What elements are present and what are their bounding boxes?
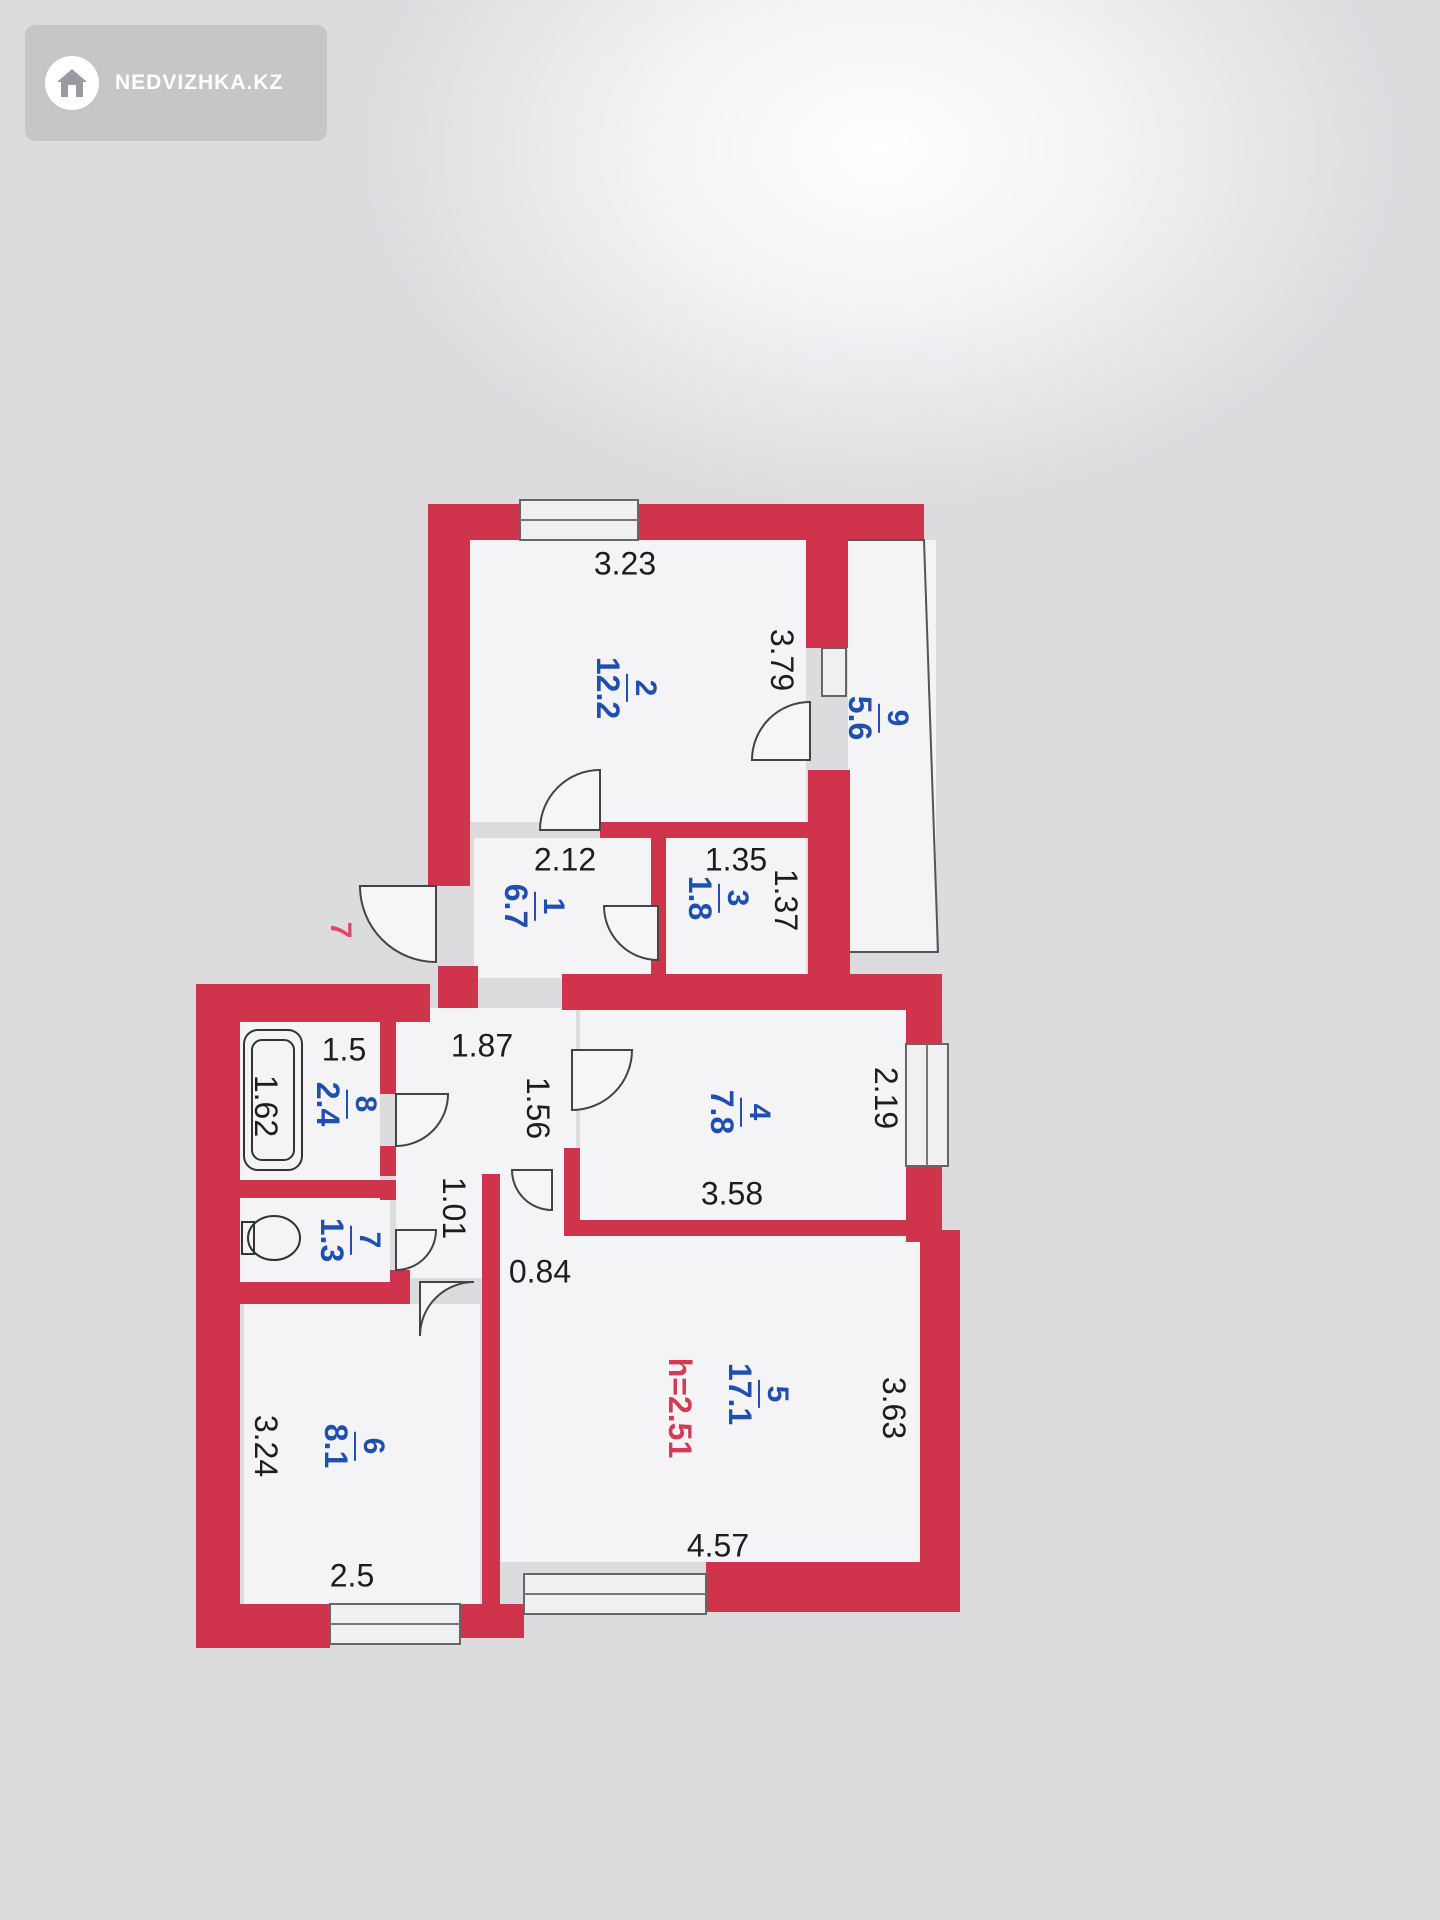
- room-number: 8: [346, 1089, 382, 1119]
- room-label-2: 2 12.2: [590, 656, 662, 720]
- door-swing: [358, 885, 437, 964]
- wall: [428, 504, 924, 540]
- wall: [806, 504, 848, 648]
- dim-room5-length: 3.63: [876, 1376, 912, 1440]
- room-label-3: 3 1.8: [682, 875, 754, 921]
- wall: [706, 1562, 960, 1612]
- room-area: 1.8: [682, 875, 718, 921]
- ceiling-height-label: h=2.51: [662, 1357, 698, 1459]
- wall: [196, 1604, 330, 1648]
- room-number: 6: [354, 1431, 390, 1461]
- floor-room-5: [500, 1236, 920, 1562]
- wall: [482, 1174, 500, 1634]
- watermark: NEDVIZHKA.KZ: [25, 25, 327, 141]
- room-area: 7.8: [704, 1089, 740, 1135]
- wall: [196, 984, 240, 1648]
- wall: [562, 974, 942, 1010]
- room-number: 7: [350, 1225, 386, 1255]
- door-swing: [602, 905, 659, 962]
- wall: [600, 822, 810, 838]
- room-number: 9: [878, 703, 914, 733]
- room-number: 5: [758, 1379, 794, 1409]
- wall: [428, 504, 470, 886]
- door-swing: [510, 1169, 553, 1212]
- floor-balcony-9: [848, 540, 936, 952]
- room-area: 8.1: [318, 1423, 354, 1469]
- dim-room4-length: 2.19: [868, 1066, 904, 1130]
- dim-room1-width: 2.12: [533, 841, 597, 878]
- dim-hall-width: 1.87: [450, 1027, 514, 1064]
- room-number: 4: [740, 1097, 776, 1127]
- dim-corridor-small: 0.84: [508, 1253, 572, 1290]
- room-area: 5.6: [842, 695, 878, 741]
- wall: [460, 1604, 524, 1638]
- dim-room3-length: 1.37: [768, 868, 804, 932]
- wall: [906, 1166, 942, 1242]
- room-number: 3: [718, 883, 754, 913]
- room-label-6: 6 8.1: [318, 1423, 390, 1469]
- room-label-7: 7 1.3: [314, 1217, 386, 1263]
- room-label-4: 4 7.8: [704, 1089, 776, 1135]
- house-icon: [45, 56, 99, 110]
- room-area: 6.7: [498, 883, 534, 929]
- wall: [380, 1146, 396, 1176]
- wall: [380, 1022, 396, 1094]
- toilet-tank: [241, 1221, 255, 1255]
- watermark-brand: NEDVIZHKA.KZ: [115, 71, 284, 94]
- wall: [380, 1180, 396, 1200]
- dim-room2-length: 3.79: [764, 628, 800, 692]
- door-swing: [419, 1281, 475, 1337]
- toilet-icon: [247, 1215, 301, 1261]
- door-swing: [571, 1049, 634, 1112]
- wall: [906, 974, 942, 1044]
- dim-room2-width: 3.23: [593, 545, 657, 582]
- door-swing: [538, 768, 601, 831]
- balcony-door-glass: [821, 647, 847, 697]
- room-label-5: 5 17.1: [722, 1362, 794, 1426]
- wall: [920, 1230, 960, 1600]
- room-area: 2.4: [310, 1081, 346, 1127]
- dim-bath-length: 1.62: [248, 1074, 284, 1138]
- bathtub-inner: [251, 1039, 295, 1161]
- door-swing: [750, 700, 811, 761]
- dim-room4-width: 3.58: [700, 1175, 764, 1212]
- dim-bath-width: 1.5: [321, 1031, 367, 1068]
- room-area: 17.1: [722, 1362, 758, 1426]
- floor-room-2: [466, 540, 806, 822]
- dim-room5-width: 4.57: [686, 1527, 750, 1564]
- wall: [438, 966, 478, 1008]
- wall: [564, 1148, 580, 1236]
- door-swing: [395, 1229, 438, 1272]
- floor-room-3: [666, 838, 806, 974]
- room-area: 12.2: [590, 656, 626, 720]
- dim-corridor-width: 1.01: [436, 1176, 472, 1240]
- dim-room3-width: 1.35: [704, 841, 768, 878]
- entrance-mark: 7: [324, 921, 357, 939]
- door-swing: [395, 1093, 450, 1148]
- room-label-8: 8 2.4: [310, 1081, 382, 1127]
- floor-room-4: [580, 1010, 908, 1222]
- room-number: 2: [626, 673, 662, 703]
- bathtub-icon: [243, 1029, 303, 1171]
- room-area: 1.3: [314, 1217, 350, 1263]
- wall: [564, 1220, 910, 1236]
- wall: [240, 1180, 396, 1198]
- room-label-1: 1 6.7: [498, 883, 570, 929]
- room-label-9: 9 5.6: [842, 695, 914, 741]
- wall: [390, 1270, 410, 1304]
- room-number: 1: [534, 891, 570, 921]
- floor-room-8: [240, 1022, 380, 1182]
- dim-room6-width: 2.5: [329, 1557, 375, 1594]
- wall: [240, 1282, 400, 1304]
- dim-room6-length: 3.24: [248, 1414, 284, 1478]
- floor-room-7: [240, 1198, 390, 1282]
- floor-room-6: [244, 1304, 480, 1604]
- balcony-outline: [848, 539, 940, 953]
- wall: [808, 770, 850, 976]
- dim-hall-length: 1.56: [520, 1076, 556, 1140]
